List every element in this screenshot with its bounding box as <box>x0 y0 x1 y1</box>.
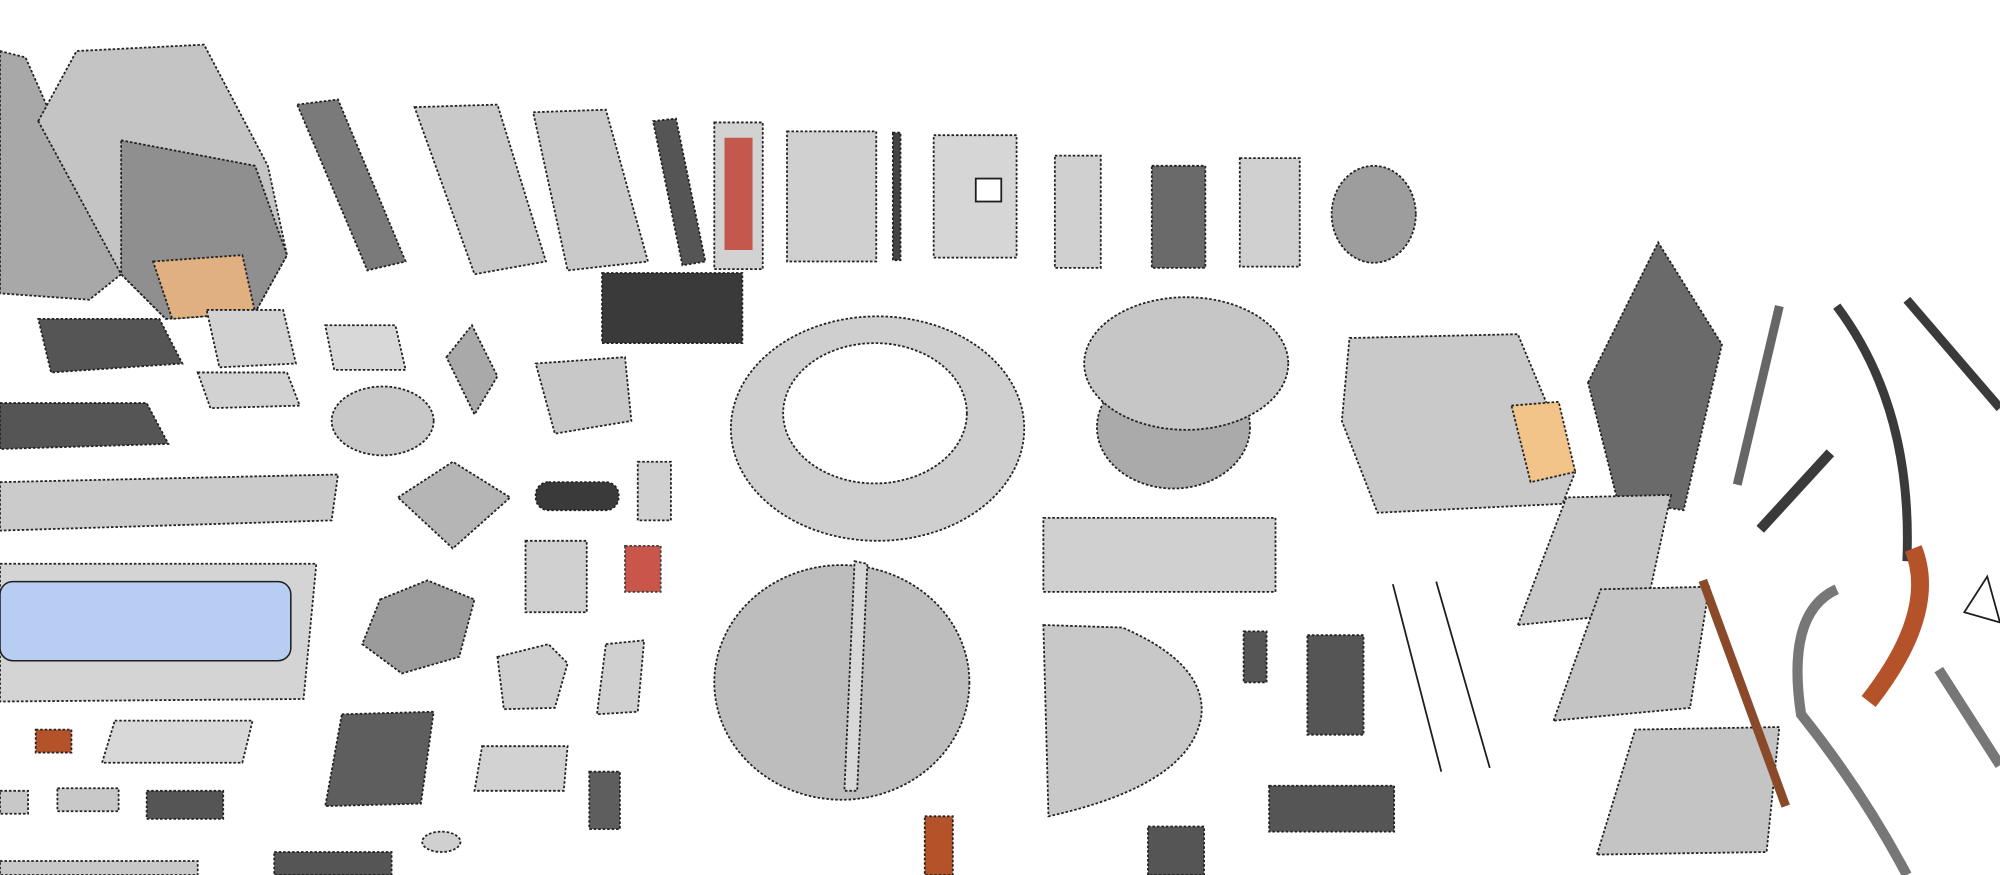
vertical-panels-row <box>295 98 1417 345</box>
left-mid-parts <box>0 309 672 875</box>
center-round-parts <box>713 296 1491 875</box>
right-parts <box>1340 240 2000 875</box>
tall-block-left <box>0 43 288 320</box>
